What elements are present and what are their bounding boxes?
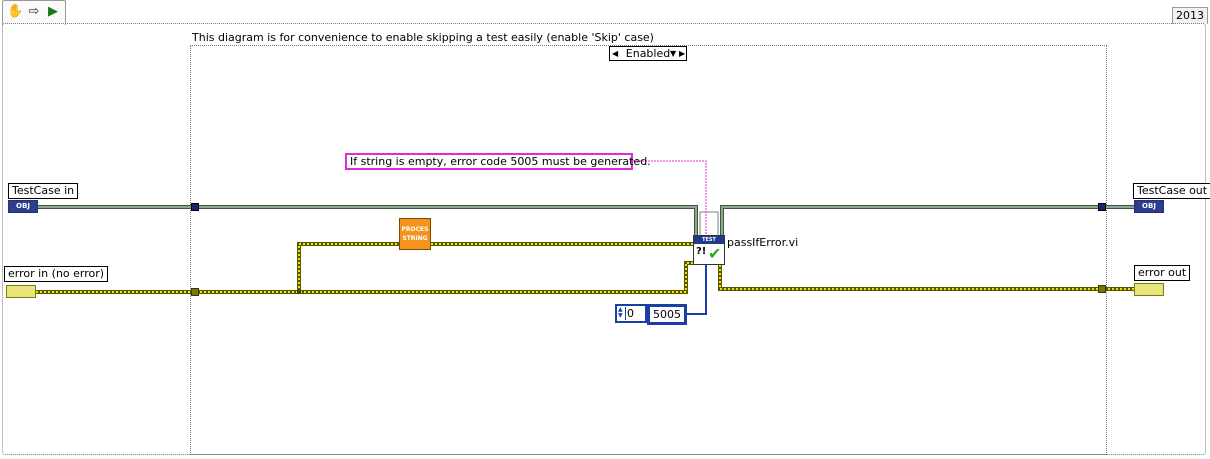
testcase-out-label: TestCase out: [1133, 183, 1210, 199]
error-code-value: 5005: [650, 307, 684, 322]
diagram-description: This diagram is for convenience to enabl…: [192, 31, 654, 44]
toolbar: ✋ ⇨ ▶: [2, 0, 66, 25]
arrow-right-icon[interactable]: ⇨: [28, 4, 40, 19]
case-next-icon[interactable]: ▶: [679, 49, 686, 58]
case-structure-frame: [190, 45, 1107, 455]
testcase-out-tunnel: [1098, 203, 1106, 211]
error-code-constant[interactable]: 5005: [647, 304, 687, 325]
case-dropdown-icon[interactable]: ▼: [670, 49, 677, 58]
error-out-terminal[interactable]: [1134, 283, 1164, 296]
testcase-in-label: TestCase in: [8, 183, 79, 199]
version-badge: 2013: [1172, 7, 1208, 24]
error-in-label: error in (no error): [4, 266, 109, 282]
pass-if-error-label: passIfError.vi: [727, 236, 799, 249]
enum-updown-icon[interactable]: ▲▼: [618, 307, 626, 320]
error-wire[interactable]: [36, 242, 1134, 294]
testcase-header: TEST CASE: [694, 236, 724, 251]
error-code-wire[interactable]: [687, 265, 707, 315]
case-selector[interactable]: ◀ Enabled ▼ ▶: [609, 46, 687, 61]
testcase-out-terminal[interactable]: OBJ: [1134, 200, 1164, 213]
testcase-in-terminal[interactable]: OBJ: [8, 200, 38, 213]
case-selector-value: Enabled: [625, 47, 671, 60]
testcase-wire[interactable]: [38, 205, 1134, 238]
comment-leader: [633, 160, 707, 235]
enum-constant[interactable]: ▲▼ 0: [615, 304, 647, 323]
testcase-in-tunnel: [191, 203, 199, 211]
case-prev-icon[interactable]: ◀: [612, 49, 619, 58]
error-in-tunnel: [191, 288, 199, 296]
testcase-glyph: ?!: [696, 246, 707, 257]
run-vi-icon[interactable]: ▶: [48, 4, 58, 19]
comment-note[interactable]: If string is empty, error code 5005 must…: [345, 153, 651, 170]
error-out-label: error out: [1134, 265, 1191, 281]
pass-if-error-node[interactable]: TEST CASE ?! ✔: [693, 235, 725, 265]
error-in-terminal[interactable]: [6, 285, 36, 298]
check-icon: ✔: [708, 244, 722, 263]
hand-icon[interactable]: ✋: [7, 4, 24, 19]
enum-constant-value: 0: [627, 307, 634, 320]
error-out-tunnel: [1098, 285, 1106, 293]
